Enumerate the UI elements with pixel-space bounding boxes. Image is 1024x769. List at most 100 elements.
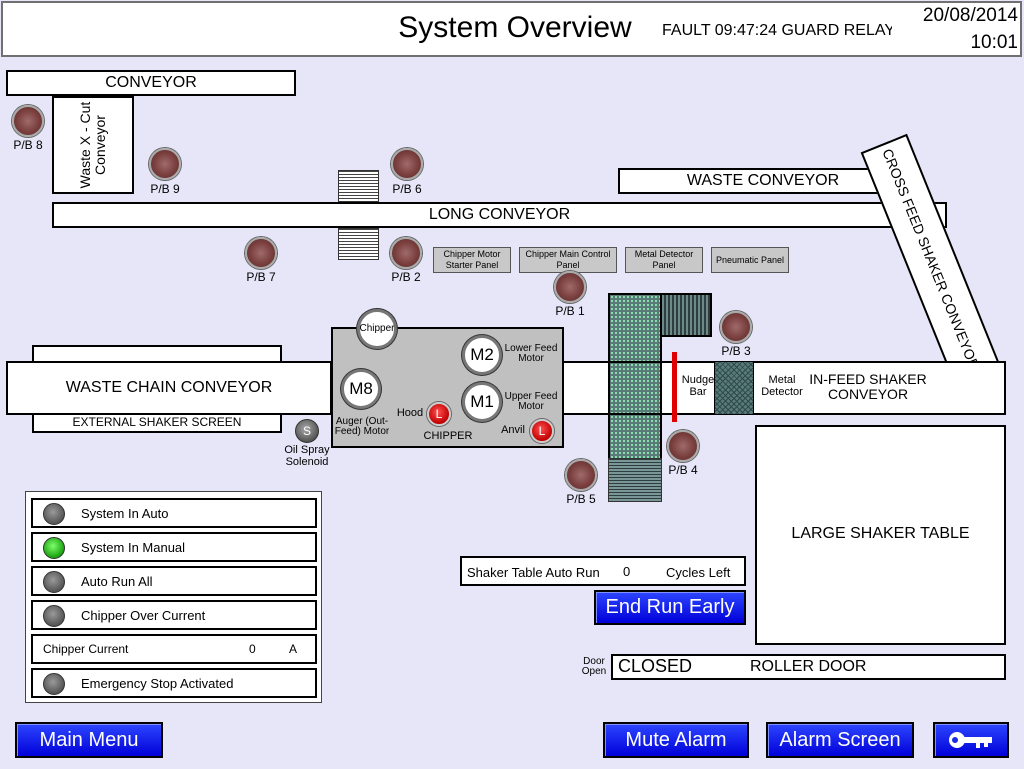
status-label: System In Auto	[81, 506, 169, 521]
status-panel: System In Auto System In Manual Auto Run…	[25, 491, 322, 703]
status-lamp-icon	[43, 537, 65, 559]
nudge-bar-label: Nudge Bar	[681, 374, 715, 398]
cycles-left-label: Cycles Left	[666, 565, 731, 580]
date-display: 20/08/2014	[922, 5, 1018, 27]
nudge-bar-indicator	[672, 352, 677, 422]
status-system-in-auto: System In Auto	[31, 498, 317, 528]
chipper-label: CHIPPER	[423, 430, 473, 443]
long-conveyor	[52, 202, 947, 228]
anvil-label: Anvil	[501, 424, 525, 437]
conveyor	[6, 70, 296, 96]
oil-spray-label: Oil Spray Solenoid	[284, 444, 330, 468]
pb1-label: P/B 1	[555, 304, 585, 318]
chipper-motor-starter-panel[interactable]: Chipper Motor Starter Panel	[433, 247, 511, 273]
status-auto-run-all[interactable]: Auto Run All	[31, 566, 317, 596]
conveyor-label: CONVEYOR	[105, 73, 197, 91]
pb4-lamp[interactable]	[667, 430, 699, 462]
shaker-auto-run-box	[460, 556, 746, 586]
status-label: Emergency Stop Activated	[81, 676, 234, 691]
status-chipper-current: Chipper Current 0 A	[31, 634, 317, 664]
pb9-lamp[interactable]	[149, 148, 181, 180]
pb2-label: P/B 2	[391, 270, 421, 284]
pb5-lamp[interactable]	[565, 459, 597, 491]
fault-banner: FAULT 09:47:24 GUARD RELAY	[662, 21, 892, 39]
waste-chain-label: WASTE CHAIN CONVEYOR	[65, 378, 273, 396]
lower-feed-label: Lower Feed Motor	[504, 342, 558, 364]
chipper-current-value: 0	[249, 642, 256, 656]
pb9-label: P/B 9	[150, 182, 180, 196]
hood-lamp[interactable]: L	[427, 402, 451, 426]
status-label: System In Manual	[81, 540, 186, 555]
status-lamp-icon	[43, 503, 65, 525]
chipper-current-label: Chipper Current	[43, 642, 129, 656]
pneumatic-panel[interactable]: Pneumatic Panel	[711, 247, 789, 273]
shaker-chute-overlay	[608, 361, 662, 415]
roller-door-state: CLOSED	[618, 656, 693, 676]
long-conveyor-label: LONG CONVEYOR	[428, 205, 571, 223]
pb6-label: P/B 6	[392, 182, 422, 196]
shaker-chute-bottom-grate	[608, 458, 662, 502]
hatched-section-bottom	[338, 228, 379, 260]
anvil-lamp[interactable]: L	[530, 419, 554, 443]
auger-motor-label: Auger (Out-Feed) Motor	[334, 415, 390, 437]
chipper-badge-label: Chipper	[359, 322, 395, 334]
pb5-label: P/B 5	[566, 492, 596, 506]
shaker-chute-top-grate	[660, 293, 712, 337]
external-shaker-label: EXTERNAL SHAKER SCREEN	[72, 415, 242, 430]
cycles-left-value: 0	[623, 564, 631, 579]
alarm-screen-button[interactable]: Alarm Screen	[766, 722, 914, 758]
waste-conveyor	[618, 168, 908, 194]
hood-label: Hood	[396, 407, 424, 420]
motor-m8[interactable]: M8	[341, 369, 381, 409]
pb2-lamp[interactable]	[390, 237, 422, 269]
status-lamp-icon	[43, 605, 65, 627]
roller-door	[611, 654, 1006, 680]
page-title: System Overview	[398, 11, 632, 45]
oil-spray-solenoid-lamp[interactable]: S	[295, 419, 319, 443]
pb8-lamp[interactable]	[12, 105, 44, 137]
mute-alarm-button[interactable]: Mute Alarm	[603, 722, 749, 758]
key-icon	[949, 732, 992, 748]
status-chipper-over-current: Chipper Over Current	[31, 600, 317, 630]
metal-detector-unit	[714, 361, 754, 415]
pb4-label: P/B 4	[668, 463, 698, 477]
status-emergency-stop: Emergency Stop Activated	[31, 668, 317, 698]
pb7-lamp[interactable]	[245, 237, 277, 269]
end-run-early-button[interactable]: End Run Early	[594, 590, 746, 625]
metal-detector-panel[interactable]: Metal Detector Panel	[625, 247, 703, 273]
pb6-lamp[interactable]	[391, 148, 423, 180]
status-lamp-icon	[43, 673, 65, 695]
pb8-label: P/B 8	[13, 138, 43, 152]
waste-x-cut-label: Waste X - Cut Conveyor	[77, 101, 108, 189]
shaker-auto-run-label: Shaker Table Auto Run	[467, 565, 600, 580]
status-label: Chipper Over Current	[81, 608, 206, 623]
large-shaker-table	[755, 425, 1006, 645]
pb1-lamp[interactable]	[554, 271, 586, 303]
roller-door-label: ROLLER DOOR	[750, 658, 867, 675]
waste-conveyor-label: WASTE CONVEYOR	[686, 171, 840, 189]
large-shaker-table-label: LARGE SHAKER TABLE	[791, 524, 970, 542]
status-lamp-icon	[43, 571, 65, 593]
infeed-shaker-label: IN-FEED SHAKER CONVEYOR	[809, 371, 927, 402]
motor-m2[interactable]: M2	[462, 335, 502, 375]
hatched-section-top	[338, 170, 379, 202]
status-label: Auto Run All	[81, 574, 153, 589]
door-open-label: Door Open	[581, 655, 607, 677]
time-display: 10:01	[970, 32, 1018, 54]
pb3-lamp[interactable]	[720, 311, 752, 343]
motor-m1[interactable]: M1	[462, 382, 502, 422]
waste-chain-conveyor	[6, 361, 332, 415]
pb7-label: P/B 7	[246, 270, 276, 284]
metal-detector-label: Metal Detector	[761, 374, 803, 398]
pb3-label: P/B 3	[721, 344, 751, 358]
waste-x-cut-conveyor	[52, 96, 134, 194]
chipper-current-unit: A	[289, 642, 298, 656]
upper-feed-label: Upper Feed Motor	[504, 390, 558, 412]
header-bar	[1, 1, 1022, 57]
main-menu-button[interactable]: Main Menu	[15, 722, 163, 758]
status-system-in-manual: System In Manual	[31, 532, 317, 562]
chipper-main-control-panel[interactable]: Chipper Main Control Panel	[519, 247, 617, 273]
chipper-badge[interactable]	[357, 309, 397, 349]
login-key-button[interactable]	[933, 722, 1009, 758]
cross-feed-label: CROSS FEED SHAKER CONVEYOR	[879, 146, 984, 372]
